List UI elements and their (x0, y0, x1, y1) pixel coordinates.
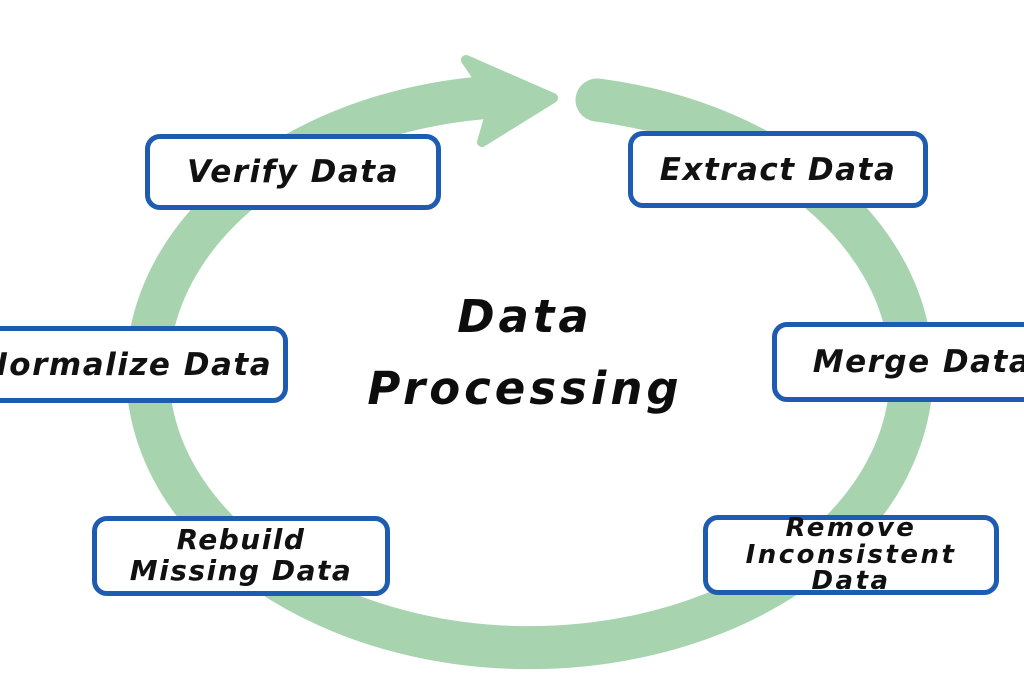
diagram-title: Data Processing (310, 294, 740, 411)
step-label: Missing Data (129, 554, 353, 587)
title-line-2: Processing (367, 362, 683, 415)
step-label: Remove (785, 513, 917, 544)
arrowhead-icon (461, 55, 558, 147)
step-box-verify-data: Verify Data (145, 134, 441, 210)
step-box-remove-inconsistent-data: Remove Inconsistent Data (703, 515, 999, 595)
cycle-ring-arc (126, 76, 934, 670)
step-label: Verify Data (186, 154, 400, 190)
step-label: Rebuild (176, 523, 306, 557)
step-label: Extract Data (659, 151, 897, 188)
title-line-1: Data (457, 290, 593, 343)
step-label: Merge Data (812, 344, 1024, 380)
step-box-extract-data: Extract Data (628, 131, 928, 208)
step-label: Data (811, 566, 891, 597)
step-label: Normalize Data (0, 346, 273, 383)
step-box-rebuild-missing-data: Rebuild Missing Data (92, 516, 390, 596)
step-label: Inconsistent (745, 539, 957, 570)
step-box-merge-data: Merge Data (772, 322, 1024, 402)
step-box-normalize-data: Normalize Data (0, 326, 288, 403)
